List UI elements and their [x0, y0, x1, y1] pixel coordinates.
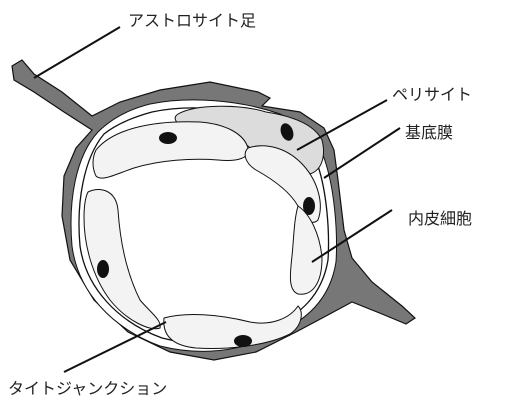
basement-membrane-pointer [324, 128, 400, 178]
endothelial-nucleus [97, 260, 109, 278]
tight-junction-pointer [64, 322, 166, 372]
endothelial-nucleus [159, 132, 177, 144]
pericyte-label: ペリサイト [392, 85, 472, 104]
endothelial-nucleus [234, 335, 252, 347]
endothelial-cell-label: 内皮細胞 [408, 209, 472, 228]
endothelial-nucleus [303, 197, 315, 215]
basement-membrane-label: 基底膜 [405, 123, 453, 142]
tight-junction-label: タイトジャンクション [8, 379, 167, 398]
astrocyte-foot-pointer [34, 27, 120, 78]
astrocyte-foot-label: アストロサイト足 [128, 11, 256, 30]
